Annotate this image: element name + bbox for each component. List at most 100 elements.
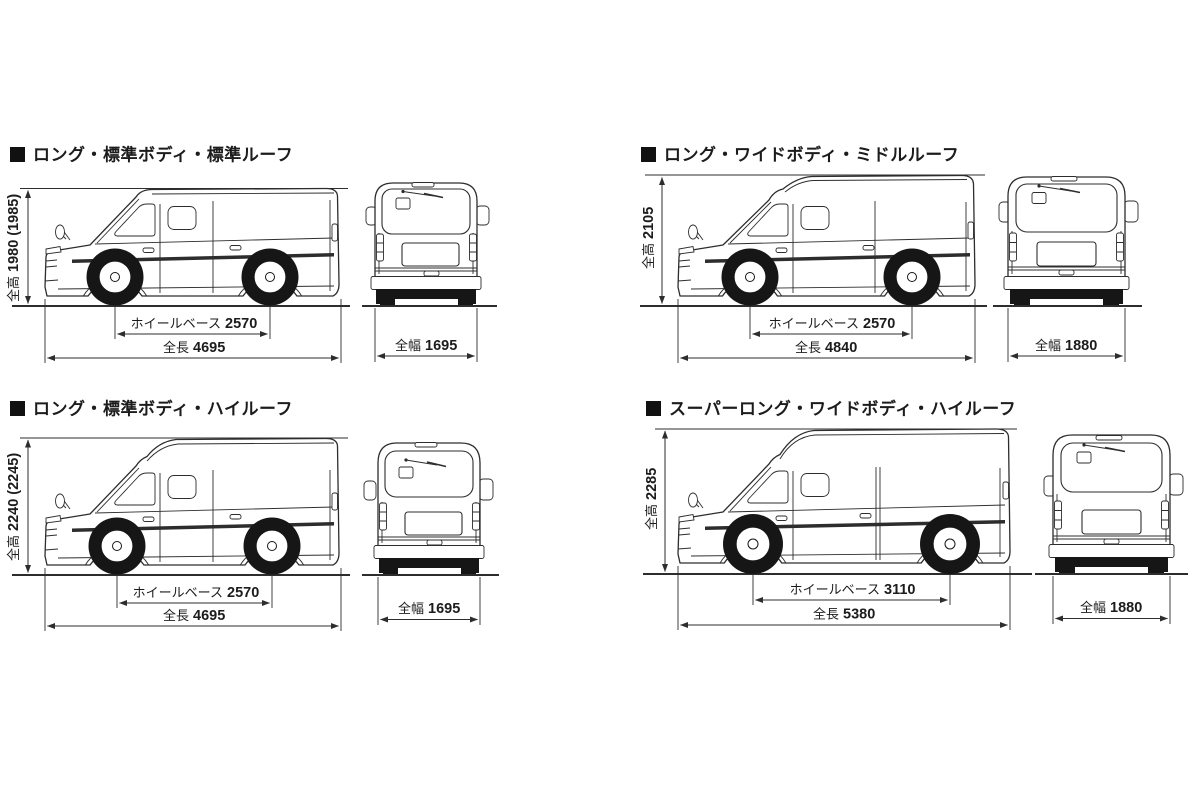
- tailgate-handle: [1058, 269, 1075, 276]
- width-value: 1695: [428, 601, 460, 617]
- tail-lamp: [331, 223, 338, 242]
- van-side-view: [677, 428, 1011, 575]
- width-value: 1695: [425, 338, 457, 354]
- rear-wiper: [423, 192, 444, 199]
- tail-light-left: [379, 502, 387, 531]
- door-handle: [229, 245, 242, 251]
- height-dimension: 全高 2285: [644, 430, 668, 572]
- sliding-door-window: [167, 206, 197, 230]
- wheelbase-label: ホイールベース: [790, 582, 880, 597]
- tail-light-right: [472, 502, 480, 531]
- van-rear-view: [362, 442, 499, 576]
- height-value: 2105: [641, 207, 657, 239]
- length-dimension: 全長 4695: [44, 299, 342, 363]
- tailgate-handle: [1103, 538, 1120, 545]
- width-dimension: 全幅 1695: [377, 577, 481, 625]
- side-mirror: [55, 493, 65, 509]
- width-label: 全幅: [1035, 338, 1061, 353]
- rear-wheel: [242, 516, 302, 576]
- door-handle: [142, 516, 155, 522]
- sliding-door-window: [167, 475, 197, 499]
- door-handle: [859, 513, 872, 519]
- section-long-standard-high-roof: ロング・標準ボディ・ハイルーフ: [6, 399, 499, 631]
- width-dimension: 全幅 1695: [374, 308, 478, 362]
- section-title-text: ロング・ワイドボディ・ミドルルーフ: [664, 145, 959, 165]
- door-handle: [229, 514, 242, 520]
- wheelbase-value: 2570: [863, 316, 895, 332]
- rear-bumper: [1048, 544, 1175, 558]
- length-dimension: 全長 4840: [677, 299, 976, 363]
- height-dimension: 全高 1980 (1985): [6, 190, 31, 304]
- length-value: 4695: [193, 340, 225, 356]
- wheelbase-dimension: ホイールベース 2570: [116, 576, 273, 608]
- front-door-window: [114, 472, 156, 506]
- van-side-view: [44, 437, 340, 576]
- tail-light-right: [1161, 500, 1169, 530]
- rear-mirror-right: [475, 205, 490, 226]
- headlight: [45, 245, 62, 255]
- tailgate-handle: [423, 270, 440, 277]
- van-rear-view: [993, 176, 1142, 307]
- rear-bumper: [373, 545, 485, 559]
- wheelbase-value: 2570: [227, 585, 259, 601]
- length-label: 全長: [163, 608, 189, 623]
- rear-wiper: [1059, 187, 1081, 194]
- rear-window: [1015, 183, 1118, 233]
- license-plate-recess: [401, 242, 460, 267]
- license-plate-recess: [1081, 509, 1142, 535]
- section-title-text: スーパーロング・ワイドボディ・ハイルーフ: [669, 399, 1016, 419]
- height-dimension: 全高 2240 (2245): [6, 439, 31, 573]
- rear-bumper: [370, 276, 482, 290]
- door-handle: [862, 245, 875, 251]
- rear-wheel: [919, 513, 981, 575]
- tail-light-left: [376, 233, 384, 262]
- front-door-window: [747, 470, 789, 504]
- wheelbase-dimension: ホイールベース 2570: [114, 307, 271, 339]
- rear-mirror-left: [363, 480, 377, 501]
- section-bullet-icon: [641, 147, 656, 162]
- length-value: 4695: [193, 608, 225, 624]
- length-value: 5380: [843, 607, 875, 623]
- roof-lamp: [1050, 176, 1078, 182]
- side-mirror: [688, 492, 698, 508]
- door-handle: [775, 515, 788, 521]
- roof-lamp: [1095, 435, 1123, 441]
- width-label: 全幅: [1080, 600, 1106, 615]
- side-mirror: [688, 224, 698, 240]
- rear-mirror-right: [1168, 473, 1184, 496]
- headlight: [678, 245, 695, 255]
- side-mirror: [55, 224, 65, 240]
- front-door-window: [114, 203, 156, 237]
- wheelbase-label: ホイールベース: [769, 316, 859, 331]
- length-label: 全長: [813, 607, 839, 622]
- headlight: [678, 513, 695, 523]
- tail-lamp: [331, 492, 338, 511]
- van-side-view: [677, 174, 976, 307]
- width-label: 全幅: [395, 338, 421, 353]
- height-label: 全高: [644, 504, 659, 530]
- wheelbase-dimension: ホイールベース 3110: [752, 575, 951, 605]
- section-title-text: ロング・標準ボディ・標準ルーフ: [33, 145, 293, 165]
- rear-bumper: [1003, 276, 1130, 290]
- wheelbase-dimension: ホイールベース 2570: [749, 307, 913, 339]
- wheelbase-label: ホイールベース: [133, 585, 223, 600]
- front-wheel: [87, 516, 147, 576]
- rear-window: [384, 450, 474, 498]
- tail-light-right: [1116, 232, 1124, 262]
- door-handle: [142, 247, 155, 253]
- section-superlong-wide-high-roof: スーパーロング・ワイドボディ・ハイルーフ: [643, 399, 1188, 630]
- height-label: 全高: [6, 535, 21, 561]
- width-value: 1880: [1110, 600, 1142, 616]
- length-dimension: 全長 5380: [677, 566, 1011, 630]
- rear-mirror-right: [478, 478, 494, 501]
- van-rear-view: [1035, 434, 1188, 575]
- roof-lamp: [414, 442, 438, 448]
- section-long-standard-standard-roof: ロング・標準ボディ・標準ルーフ: [6, 145, 497, 363]
- height-label: 全高: [6, 276, 21, 302]
- section-bullet-icon: [10, 401, 25, 416]
- front-wheel: [722, 513, 784, 575]
- roof-lamp: [411, 182, 435, 188]
- door-handle: [775, 247, 788, 253]
- tail-lamp: [1002, 481, 1009, 500]
